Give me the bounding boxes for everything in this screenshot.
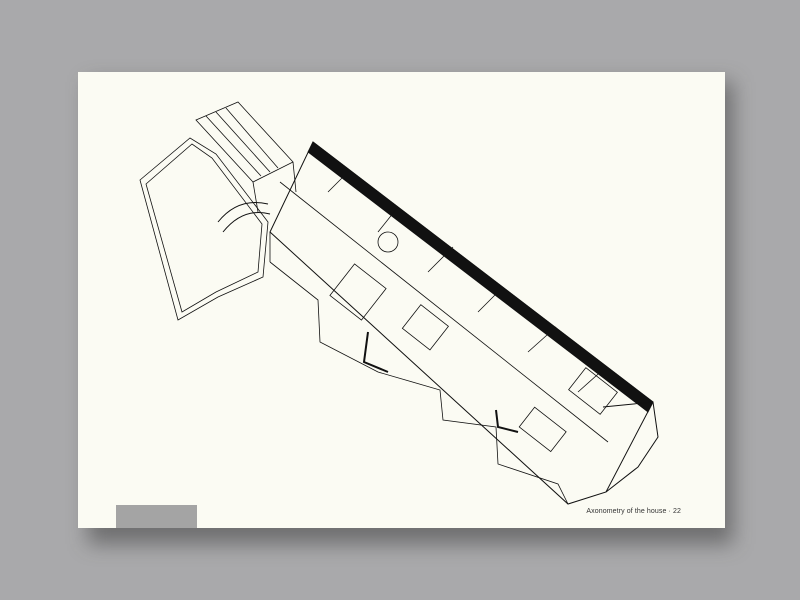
main-building [217, 141, 659, 505]
gray-tab [116, 505, 197, 528]
printed-page: Axonometry of the house · 22 [78, 72, 725, 528]
axonometric-drawing [139, 101, 659, 505]
pergola [195, 101, 297, 213]
caption-title: Axonometry of the house [586, 508, 667, 515]
page-caption: Axonometry of the house · 22 [586, 508, 681, 515]
terrace-outline [139, 137, 269, 321]
page-number: 22 [673, 508, 681, 515]
caption-separator: · [668, 508, 671, 515]
